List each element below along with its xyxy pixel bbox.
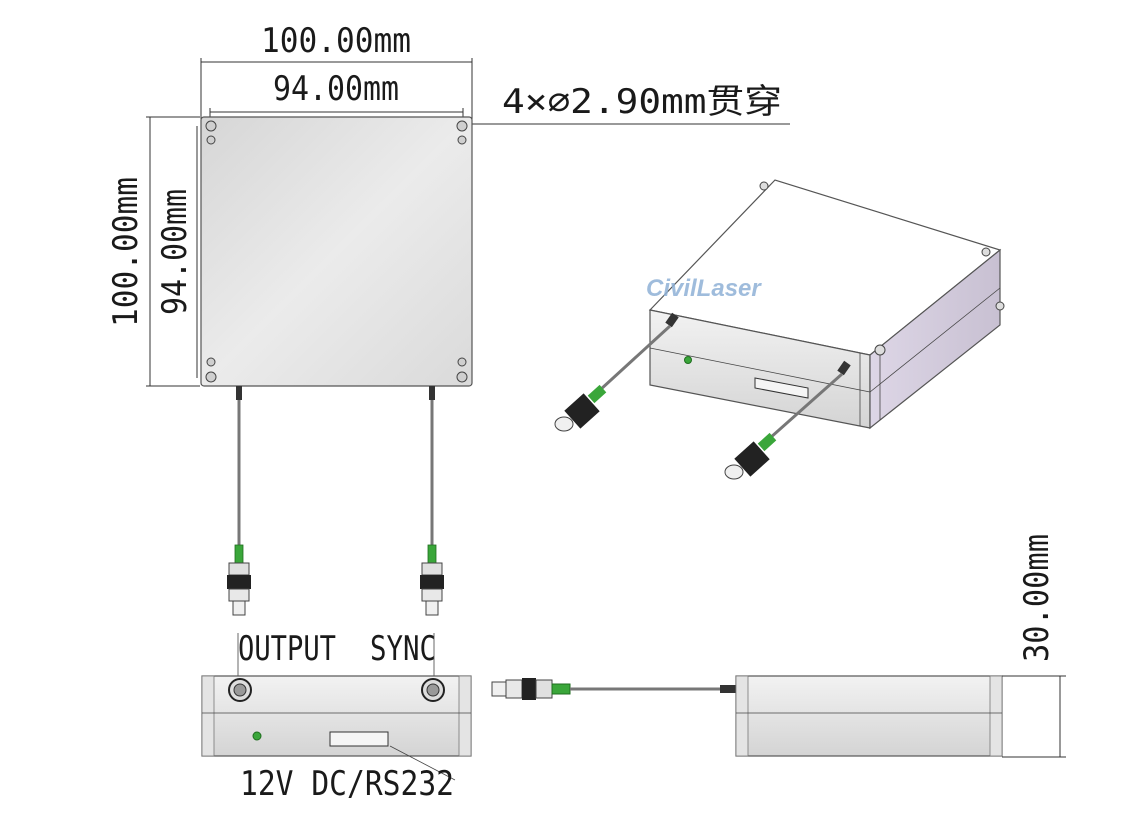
- output-fiber: [227, 386, 251, 616]
- holes-callout: 4×∅2.90mm贯穿: [463, 82, 790, 125]
- side-fiber-connector: [491, 678, 736, 700]
- iso-power-connector: [754, 377, 809, 399]
- top-view: 100.00mm 94.00mm 4×∅2.90mm贯穿 100.00mm 94…: [106, 21, 790, 616]
- inner-width-label: 94.00mm: [273, 69, 399, 109]
- sync-fiber: [420, 386, 444, 616]
- power-label: 12V DC/RS232: [240, 764, 454, 804]
- width-dimension: 100.00mm: [200, 21, 473, 125]
- outer-height-label: 100.00mm: [106, 177, 146, 327]
- front-view: OUTPUT SYNC 12V DC/RS232: [201, 629, 472, 804]
- mounting-holes: [205, 120, 468, 383]
- watermark-logo: CivilLaser: [646, 275, 762, 302]
- iso-right-face: [869, 248, 1001, 430]
- output-port: [228, 678, 252, 702]
- iso-sync-fiber: [724, 360, 851, 480]
- inner-height-dimension: 94.00mm: [155, 126, 198, 378]
- iso-output-fiber: [554, 312, 679, 432]
- sync-port: [421, 678, 445, 702]
- height-dimension: 100.00mm: [106, 116, 200, 387]
- power-connector: [329, 731, 389, 747]
- inner-width-dimension: 94.00mm: [209, 69, 464, 122]
- side-view: 30.00mm: [491, 534, 1066, 758]
- holes-label: 4×∅2.90mm贯穿: [502, 82, 782, 122]
- outer-width-label: 100.00mm: [261, 21, 411, 61]
- status-led: [252, 731, 262, 741]
- sync-label: SYNC: [370, 629, 436, 669]
- isometric-view: CivilLaser: [554, 179, 1005, 480]
- iso-status-led: [684, 356, 692, 364]
- output-label: OUTPUT: [238, 629, 336, 669]
- thickness-dimension: 30.00mm: [1002, 534, 1066, 758]
- side-panel: [735, 675, 1003, 757]
- thickness-label: 30.00mm: [1017, 534, 1057, 662]
- top-plate: [200, 116, 473, 387]
- inner-height-label: 94.00mm: [155, 189, 195, 315]
